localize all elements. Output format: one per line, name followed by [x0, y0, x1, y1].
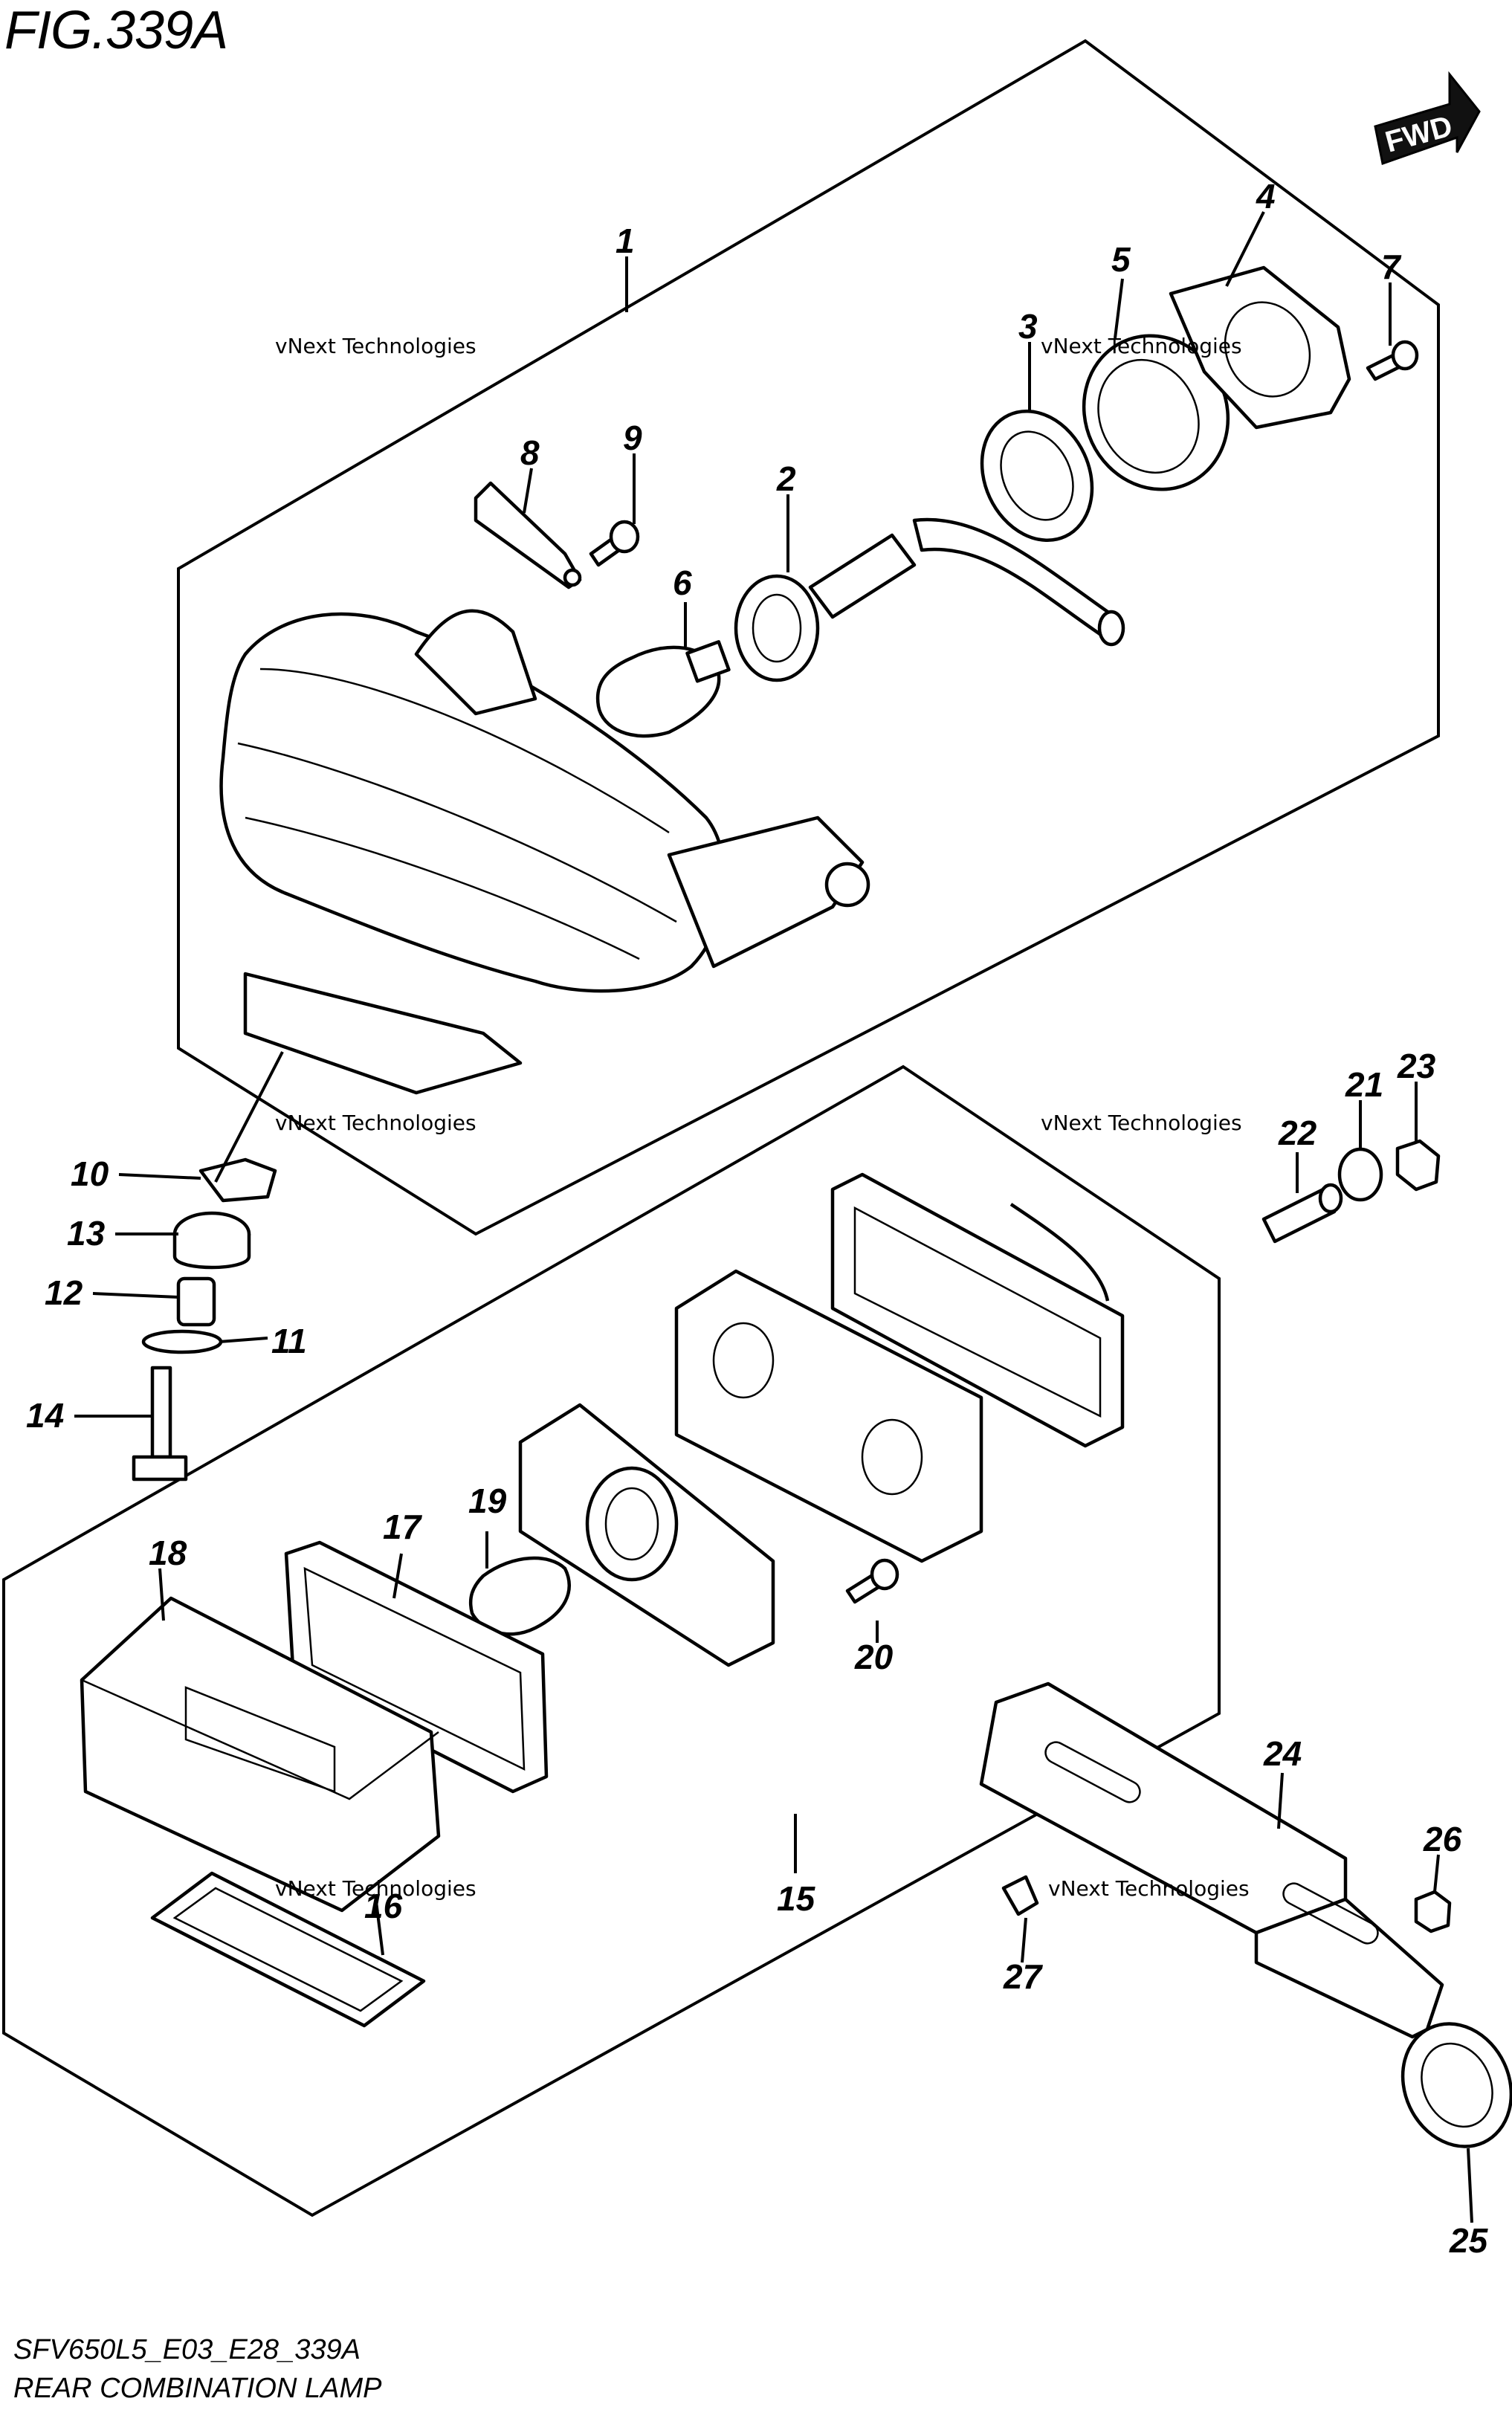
- stay-part-10: [198, 1157, 277, 1203]
- callout-18: 18: [149, 1534, 187, 1572]
- spacer-part-22: [1261, 1183, 1343, 1244]
- clip-part-8: [474, 481, 582, 589]
- callout-4: 4: [1256, 177, 1276, 216]
- watermarks: vNext Technologies vNext Technologies vN…: [275, 334, 1250, 1901]
- callout-10: 10: [71, 1154, 109, 1193]
- callout-11: 11: [271, 1322, 307, 1360]
- callout-15: 15: [777, 1879, 816, 1918]
- callout-24: 24: [1263, 1734, 1302, 1773]
- lamp-base-part-15c: [518, 1403, 775, 1667]
- lens-part-18: [80, 1596, 441, 1913]
- callout-8: 8: [520, 433, 540, 472]
- collar-part-12: [176, 1276, 216, 1327]
- callout-6: 6: [673, 563, 692, 602]
- socket-wire-part-2: [734, 517, 1125, 682]
- callout-19: 19: [468, 1482, 507, 1520]
- gasket-plate-part-4: [1169, 265, 1351, 430]
- callout-12: 12: [45, 1273, 83, 1312]
- washer-part-21: [1337, 1147, 1383, 1202]
- leader-lines: [74, 211, 1473, 2223]
- callout-16: 16: [364, 1887, 403, 1925]
- callout-22: 22: [1278, 1114, 1317, 1152]
- callout-26: 26: [1423, 1820, 1462, 1858]
- watermark-6: vNext Technologies: [1048, 1876, 1250, 1901]
- bolt-part-14: [132, 1366, 188, 1482]
- callout-7: 7: [1381, 248, 1402, 286]
- callout-21: 21: [1345, 1065, 1383, 1104]
- callout-labels: 1 2 3 4 5 6 7 8 9 10 13 12 11 14 15 16 1…: [26, 177, 1489, 2260]
- bulb-part-6: [595, 640, 731, 738]
- figure-title: FIG.339A: [4, 1, 228, 60]
- callout-1: 1: [616, 222, 635, 260]
- callout-23: 23: [1397, 1047, 1436, 1085]
- callout-25: 25: [1449, 2221, 1489, 2260]
- nut-part-26: [1414, 1890, 1452, 1933]
- nut-part-23: [1395, 1139, 1441, 1192]
- callout-2: 2: [776, 459, 796, 498]
- cushion-part-13: [172, 1211, 251, 1270]
- callout-20: 20: [854, 1638, 894, 1676]
- reflector-part-25: [1400, 2022, 1512, 2148]
- watermark-3: vNext Technologies: [275, 1111, 476, 1135]
- figure-code: SFV650L5_E03_E28_339A: [13, 2334, 361, 2365]
- lamp-frame-part-15a: [830, 1172, 1125, 1448]
- assembly-box-lower: [1, 1064, 1221, 2217]
- watermark-4: vNext Technologies: [1041, 1111, 1242, 1135]
- washer-part-11: [141, 1329, 223, 1354]
- watermark-2: vNext Technologies: [1041, 334, 1242, 358]
- callout-5: 5: [1111, 240, 1131, 279]
- watermark-5: vNext Technologies: [275, 1876, 476, 1901]
- callout-9: 9: [623, 419, 642, 457]
- lamp-body-part-15b: [674, 1269, 983, 1563]
- watermark-1: vNext Technologies: [275, 334, 476, 358]
- reflector-plate-part-16: [150, 1871, 426, 2028]
- license-bracket-part-24: [979, 1681, 1444, 2039]
- screw-part-7: [1366, 340, 1419, 381]
- screw-part-9: [589, 520, 640, 567]
- bulb-part-19: [468, 1556, 571, 1636]
- callout-17: 17: [383, 1508, 423, 1546]
- assembly-box-upper: [177, 39, 1440, 1236]
- bolt-part-27: [1001, 1875, 1039, 1916]
- callout-3: 3: [1018, 307, 1038, 346]
- figure-name: REAR COMBINATION LAMP: [13, 2373, 382, 2404]
- callout-13: 13: [67, 1214, 106, 1253]
- lamp-housing-part-1: [219, 609, 870, 1095]
- screw-part-20: [845, 1558, 899, 1604]
- callout-14: 14: [26, 1396, 64, 1435]
- ring-part-3: [980, 409, 1094, 543]
- callout-27: 27: [1003, 1957, 1044, 1996]
- fwd-arrow-badge: FWD: [1374, 71, 1481, 165]
